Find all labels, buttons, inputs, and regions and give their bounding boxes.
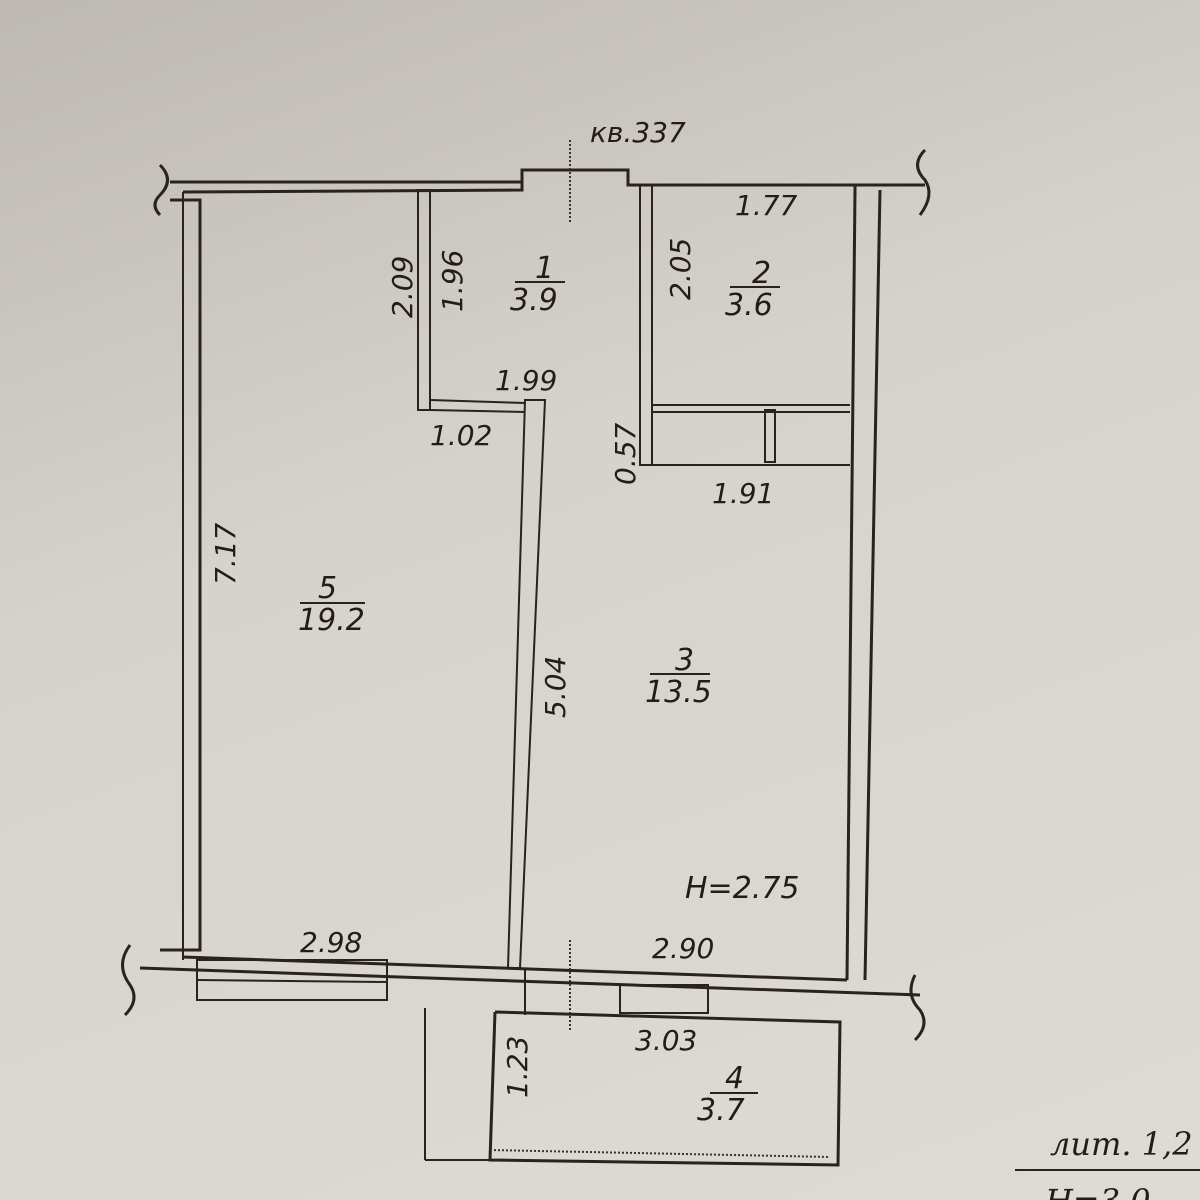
svg-text:1.02: 1.02 — [430, 419, 492, 452]
svg-text:1.77: 1.77 — [735, 189, 798, 222]
room-3-label: 3 13.5 — [645, 643, 712, 710]
walls — [121, 140, 1200, 1171]
svg-text:3.03: 3.03 — [635, 1024, 697, 1057]
svg-text:2.90: 2.90 — [652, 932, 714, 965]
svg-text:2.05: 2.05 — [664, 238, 697, 300]
svg-text:13.5: 13.5 — [645, 675, 712, 710]
svg-text:2: 2 — [752, 256, 771, 291]
svg-text:3.9: 3.9 — [510, 283, 558, 318]
svg-text:3: 3 — [675, 643, 694, 678]
stamp-liter: лит. 1,2 — [1050, 1125, 1193, 1163]
svg-text:2.09: 2.09 — [386, 256, 419, 318]
svg-text:5.04: 5.04 — [539, 656, 572, 718]
apartment-label: кв.337 — [590, 116, 686, 149]
svg-text:1: 1 — [535, 251, 554, 286]
svg-text:19.2: 19.2 — [298, 603, 365, 638]
room-2-label: 2 3.6 — [725, 256, 780, 323]
svg-text:5: 5 — [318, 571, 337, 606]
svg-text:3.7: 3.7 — [697, 1093, 745, 1128]
room-4-label: 4 3.7 — [697, 1061, 758, 1128]
dimensions: 1.77 2.09 1.96 2.05 1.99 1.02 0.57 1.91 … — [209, 189, 798, 1098]
room-1-label: 1 3.9 — [510, 251, 565, 318]
svg-text:1.99: 1.99 — [495, 364, 557, 397]
svg-text:3.6: 3.6 — [725, 288, 773, 323]
svg-text:1.23: 1.23 — [501, 1036, 534, 1098]
svg-text:7.17: 7.17 — [209, 522, 242, 585]
ceiling-height: H=2.75 — [685, 871, 800, 906]
stamp-height: Н=3.0 — [1044, 1182, 1151, 1200]
svg-text:4: 4 — [725, 1061, 744, 1096]
svg-text:1.96: 1.96 — [436, 250, 469, 312]
svg-text:1.91: 1.91 — [712, 477, 774, 510]
svg-text:2.98: 2.98 — [300, 926, 362, 959]
svg-text:0.57: 0.57 — [609, 422, 642, 485]
room-5-label: 5 19.2 — [298, 571, 365, 638]
